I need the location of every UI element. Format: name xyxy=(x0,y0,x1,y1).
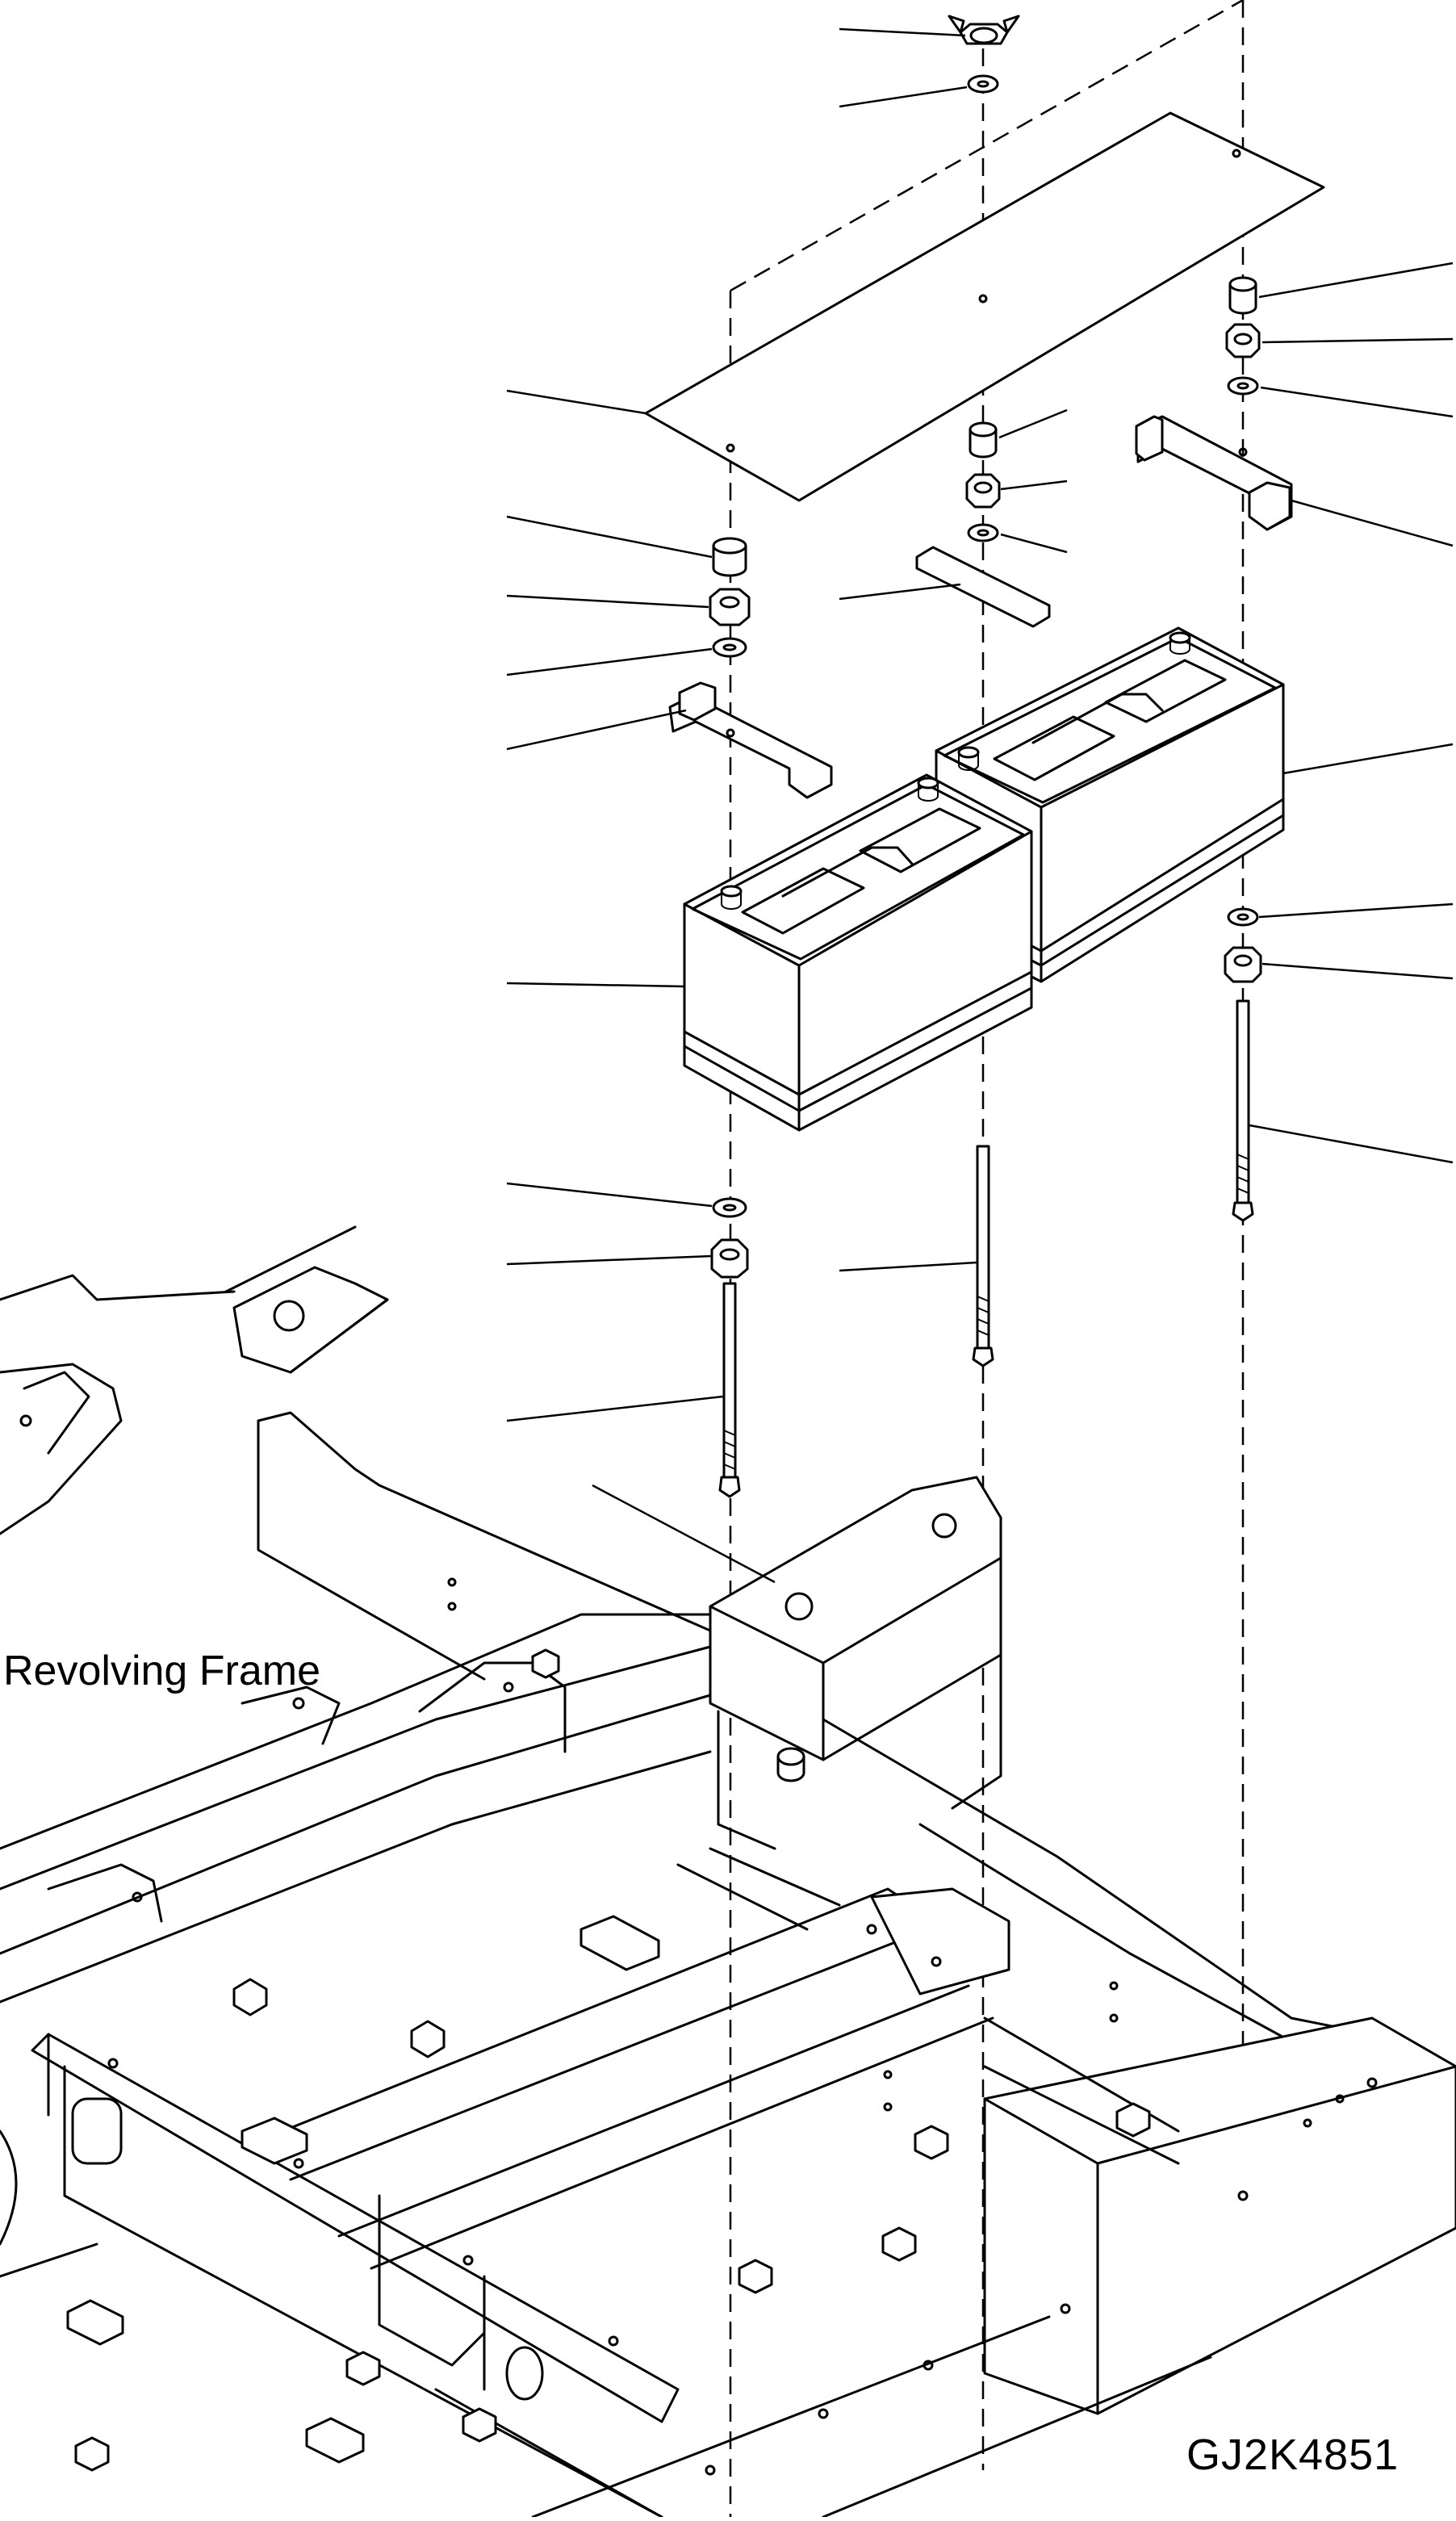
j-bolt-icon xyxy=(972,1145,994,1367)
battery-left xyxy=(683,773,1033,1132)
washer-icon xyxy=(967,523,999,542)
washer-icon xyxy=(712,637,747,658)
battery-clamp-right xyxy=(1135,415,1293,531)
frame-lug-blocks xyxy=(66,1648,1151,2472)
nut-icon xyxy=(710,1238,749,1279)
washer-icon xyxy=(712,1197,747,1218)
figure-id-label: GJ2K4851 xyxy=(1186,2431,1400,2479)
leader-lines xyxy=(506,27,1454,1584)
battery-cover-plate xyxy=(644,111,1325,502)
washer-icon xyxy=(967,74,999,94)
battery-clamp-left xyxy=(668,681,833,799)
spacer-icon xyxy=(969,421,998,459)
washer-icon xyxy=(1227,907,1259,927)
washer-icon xyxy=(1227,376,1259,396)
nut-icon xyxy=(709,588,751,626)
nut-icon xyxy=(1224,946,1262,983)
spacer-icon xyxy=(712,537,747,577)
battery-strap-plate xyxy=(915,546,1051,628)
revolving-frame-label: Revolving Frame xyxy=(3,1648,321,1694)
j-bolt-icon xyxy=(1232,999,1254,1222)
spacer-icon xyxy=(1228,276,1257,315)
nut-icon xyxy=(1225,323,1261,358)
wing-nut-icon xyxy=(948,15,1020,45)
j-bolt-icon xyxy=(718,1282,741,1498)
nut-icon xyxy=(965,473,1001,509)
